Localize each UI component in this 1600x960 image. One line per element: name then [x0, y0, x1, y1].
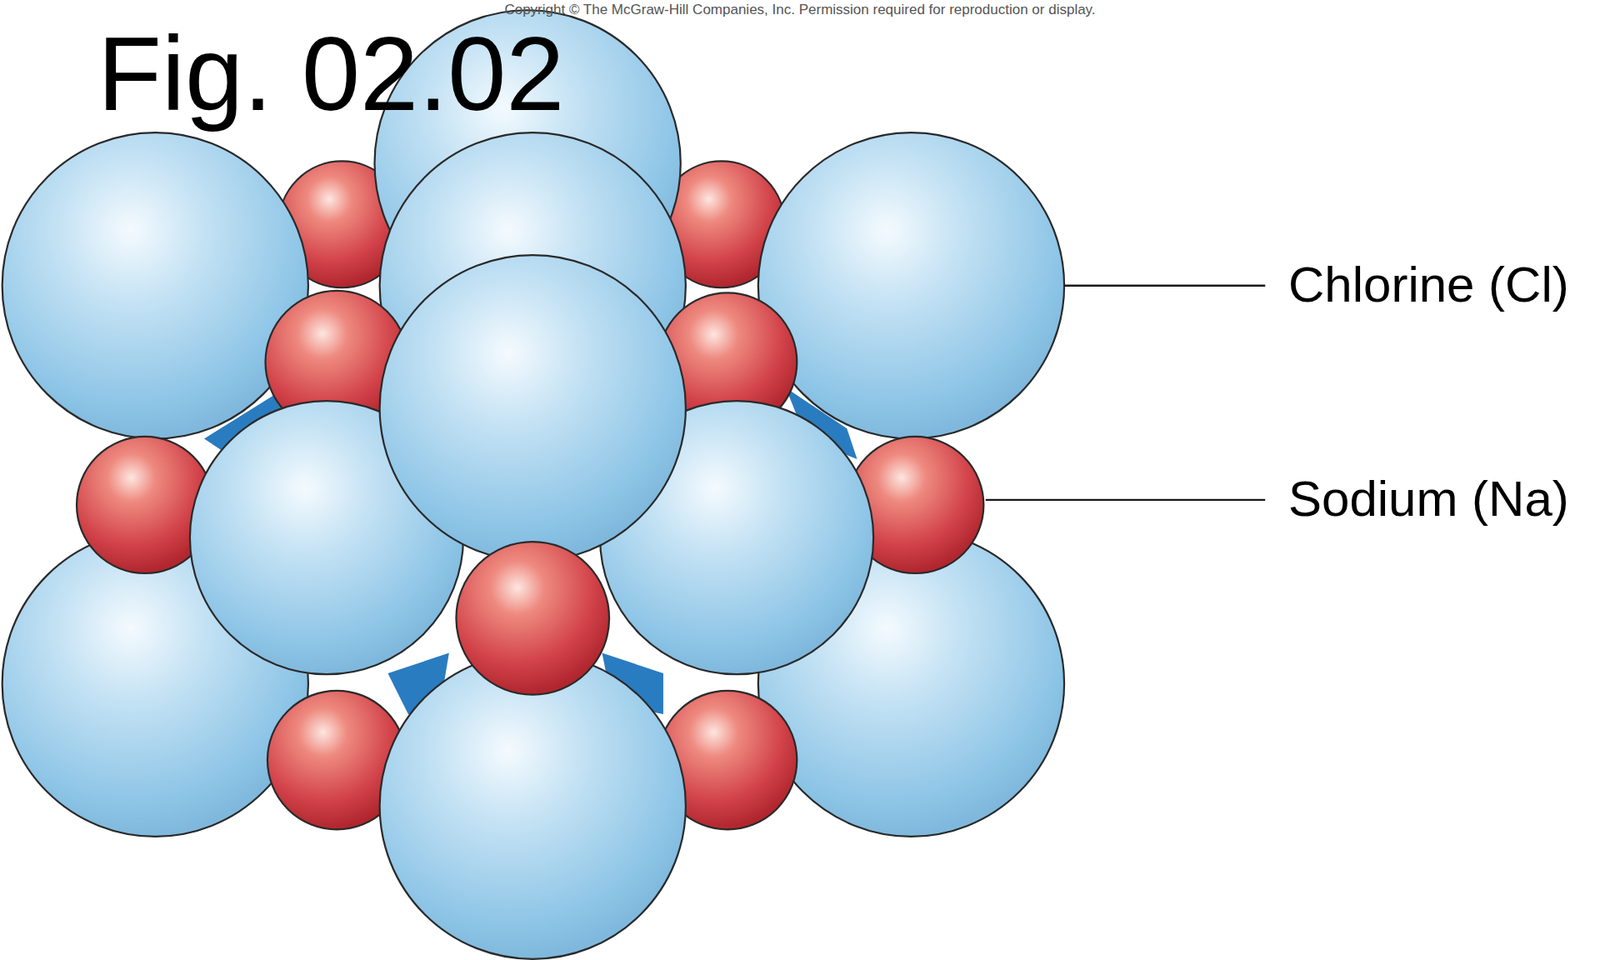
leader-line: [985, 499, 1265, 501]
figure-title: Fig. 02.02: [97, 21, 565, 127]
copyright-note: Copyright © The McGraw-Hill Companies, I…: [0, 2, 1600, 17]
chlorine-ion: [758, 132, 1065, 439]
chlorine-ion: [380, 255, 686, 561]
part-label: Chlorine (Cl): [1288, 260, 1570, 310]
sodium-ion: [455, 541, 610, 695]
part-label: Sodium (Na): [1288, 474, 1570, 525]
leader-line: [1064, 285, 1265, 287]
chlorine-ion: [2, 132, 309, 439]
chlorine-ion: [380, 653, 686, 960]
